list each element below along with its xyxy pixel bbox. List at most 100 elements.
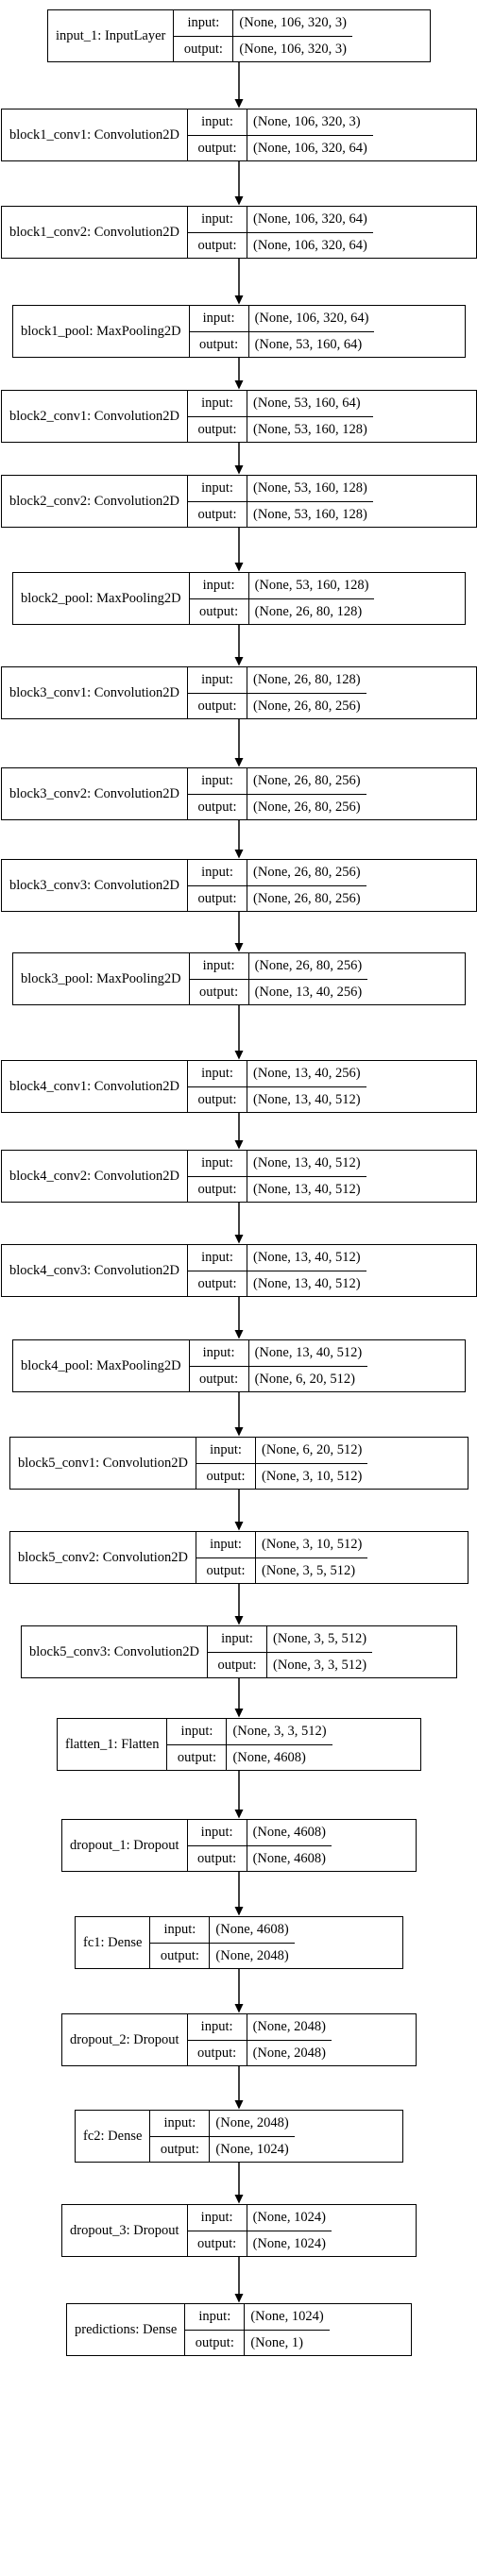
layer-label: block3_pool: MaxPooling2D bbox=[13, 953, 190, 1004]
output-shape-value: (None, 3, 3, 512) bbox=[273, 1657, 367, 1673]
input-key-label: input: bbox=[188, 109, 248, 135]
arrowhead-icon bbox=[234, 2195, 244, 2204]
output-shape-value: (None, 26, 80, 256) bbox=[253, 799, 361, 815]
input-key-label: input: bbox=[190, 1340, 249, 1366]
layer-label: block3_conv1: Convolution2D bbox=[2, 667, 189, 718]
output-key-label: output: bbox=[190, 331, 249, 357]
input-key-label: input: bbox=[185, 2304, 246, 2330]
input-shape-value: (None, 26, 80, 256) bbox=[253, 773, 361, 788]
input-shape-value: (None, 106, 320, 3) bbox=[239, 15, 347, 30]
layer-label: fc2: Dense bbox=[76, 2111, 151, 2162]
input-shape-value: (None, 13, 40, 512) bbox=[253, 1250, 361, 1265]
input-key-label: input: bbox=[188, 768, 248, 794]
layer-io-table: input: (None, 106, 320, 3) output:(None, 1… bbox=[188, 109, 373, 160]
input-shape-value: (None, 26, 80, 256) bbox=[253, 865, 361, 880]
layer-io-table: input:(None, 13, 40, 256)output: (None, 1… bbox=[188, 1061, 366, 1112]
output-shape-value: (None, 4608) bbox=[232, 1749, 306, 1765]
layer-label: block4_conv1: Convolution2D bbox=[2, 1061, 189, 1112]
layer-label: block2_conv1: Convolution2D bbox=[2, 391, 189, 442]
layer-input-row: input: (None, 106, 320, 3) bbox=[188, 109, 373, 135]
layer-io-table: input:(None, 1024)output:(None, 1) bbox=[185, 2304, 330, 2355]
arrowhead-icon bbox=[234, 850, 244, 859]
arrowhead-icon bbox=[234, 943, 244, 952]
output-key-label: output: bbox=[188, 1086, 248, 1112]
layer-output-row: output: (None, 26, 80, 256) bbox=[188, 793, 366, 819]
input-shape-value: (None, 3, 10, 512) bbox=[262, 1537, 363, 1552]
input-key-label: input: bbox=[208, 1626, 268, 1652]
output-key-label: output: bbox=[188, 794, 248, 819]
layer-label: dropout_1: Dropout bbox=[62, 1820, 188, 1871]
output-key-label: output: bbox=[188, 1271, 248, 1296]
output-shape-value: (None, 13, 40, 512) bbox=[253, 1275, 361, 1291]
input-shape-value: (None, 3, 3, 512) bbox=[232, 1724, 327, 1739]
arrowhead-icon bbox=[234, 1051, 244, 1060]
input-key-label: input: bbox=[188, 1820, 247, 1845]
output-key-label: output: bbox=[167, 1744, 228, 1770]
layer-output-row: output:(None, 106, 320, 64) bbox=[188, 134, 373, 160]
layer-input-row: input:(None, 3, 3, 512) bbox=[167, 1719, 332, 1744]
layer-io-table: input: (None, 13, 40, 512)output:(None, 1… bbox=[188, 1151, 366, 1202]
output-key-label: output: bbox=[188, 885, 248, 911]
arrowhead-icon bbox=[234, 2294, 244, 2303]
layer-io-table: input:(None, 3, 5, 512)output:(None, 3, … bbox=[208, 1626, 373, 1677]
input-shape-value: (None, 2048) bbox=[215, 2115, 289, 2130]
input-key-label: input: bbox=[188, 860, 248, 885]
input-key-label: input: bbox=[188, 1245, 248, 1271]
layer-input-row: input: (None, 26, 80, 256) bbox=[188, 860, 366, 885]
layer-label: block4_conv2: Convolution2D bbox=[2, 1151, 189, 1202]
output-shape-value: (None, 1) bbox=[250, 2334, 303, 2350]
output-key-label: output: bbox=[188, 501, 248, 527]
layer-label: block1_conv2: Convolution2D bbox=[2, 207, 189, 258]
layer-label: block2_conv2: Convolution2D bbox=[2, 476, 189, 527]
output-shape-value: (None, 6, 20, 512) bbox=[254, 1371, 355, 1387]
layer-output-row: output:(None, 1024) bbox=[150, 2135, 295, 2162]
input-shape-value: (None, 106, 320, 64) bbox=[254, 311, 369, 326]
arrowhead-icon bbox=[234, 2004, 244, 2013]
layer-io-table: input:(None, 2048)output:(None, 2048) bbox=[187, 2014, 332, 2065]
output-key-label: output: bbox=[188, 232, 248, 258]
layer-input-row: input:(None, 13, 40, 256) bbox=[188, 1061, 366, 1086]
layer-label: block4_conv3: Convolution2D bbox=[2, 1245, 189, 1296]
output-key-label: output: bbox=[188, 135, 248, 160]
input-shape-value: (None, 106, 320, 3) bbox=[253, 114, 361, 129]
layer-io-table: input:(None, 53, 160, 128)output:(None, … bbox=[189, 573, 375, 624]
input-key-label: input: bbox=[188, 1151, 248, 1176]
layer-output-row: output:(None, 2048) bbox=[150, 1942, 295, 1968]
layer-output-row: output:(None, 4608) bbox=[167, 1743, 332, 1770]
layer-label: dropout_3: Dropout bbox=[62, 2205, 188, 2256]
layer-input-row: input:(None, 106, 320, 64) bbox=[190, 306, 375, 331]
output-shape-value: (None, 106, 320, 3) bbox=[239, 41, 347, 57]
output-shape-value: (None, 26, 80, 256) bbox=[253, 698, 361, 714]
output-key-label: output: bbox=[150, 2136, 211, 2162]
input-key-label: input: bbox=[196, 1438, 257, 1463]
input-key-label: input: bbox=[188, 391, 248, 416]
layer-output-row: output:(None, 4608) bbox=[187, 1844, 332, 1871]
input-key-label: input: bbox=[150, 2111, 211, 2136]
layer-input-row: input:(None, 26, 80, 256) bbox=[190, 953, 368, 979]
layer-input-row: input:(None, 53, 160, 64) bbox=[188, 391, 373, 416]
arrowhead-icon bbox=[234, 1810, 244, 1819]
output-shape-value: (None, 13, 40, 512) bbox=[253, 1091, 361, 1107]
layer-output-row: output:(None, 13, 40, 256) bbox=[189, 978, 368, 1004]
input-shape-value: (None, 106, 320, 64) bbox=[253, 211, 367, 227]
layer-io-table: input: (None, 26, 80, 256)output: (None, 2… bbox=[188, 860, 366, 911]
output-shape-value: (None, 13, 40, 512) bbox=[253, 1181, 361, 1197]
layer-label: block5_conv3: Convolution2D bbox=[22, 1626, 209, 1677]
layer-output-row: output:(None, 26, 80, 256) bbox=[188, 692, 366, 718]
output-key-label: output: bbox=[150, 1943, 211, 1968]
layer-input-row: input: (None, 26, 80, 256) bbox=[188, 768, 366, 794]
layer-io-table: input:(None, 1024)output:(None, 1024) bbox=[187, 2205, 332, 2256]
layer-output-row: output:(None, 13, 40, 512) bbox=[188, 1175, 366, 1202]
layer-output-row: output: (None, 13, 40, 512) bbox=[188, 1086, 366, 1112]
arrowhead-icon bbox=[234, 196, 244, 206]
